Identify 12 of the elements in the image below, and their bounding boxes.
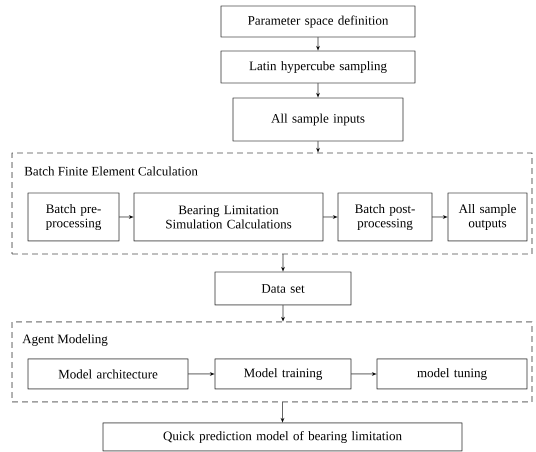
process-box: All sample outputs (448, 192, 528, 242)
process-box: Batch post-processing (338, 192, 432, 242)
process-box: Latin hypercube sampling (220, 50, 416, 84)
process-box: Parameter space definition (220, 6, 416, 38)
process-box: Batch pre-processing (28, 192, 120, 242)
process-box: Model training (214, 358, 352, 390)
process-box: All sample inputs (232, 98, 404, 142)
process-box: Data set (214, 272, 352, 306)
process-box: model tuning (376, 358, 528, 390)
process-box: Quick prediction model of bearing limitation (102, 422, 462, 452)
process-box: Bearing Limitation Simulation Calculations (134, 192, 324, 242)
process-box: Model architecture (28, 358, 188, 390)
